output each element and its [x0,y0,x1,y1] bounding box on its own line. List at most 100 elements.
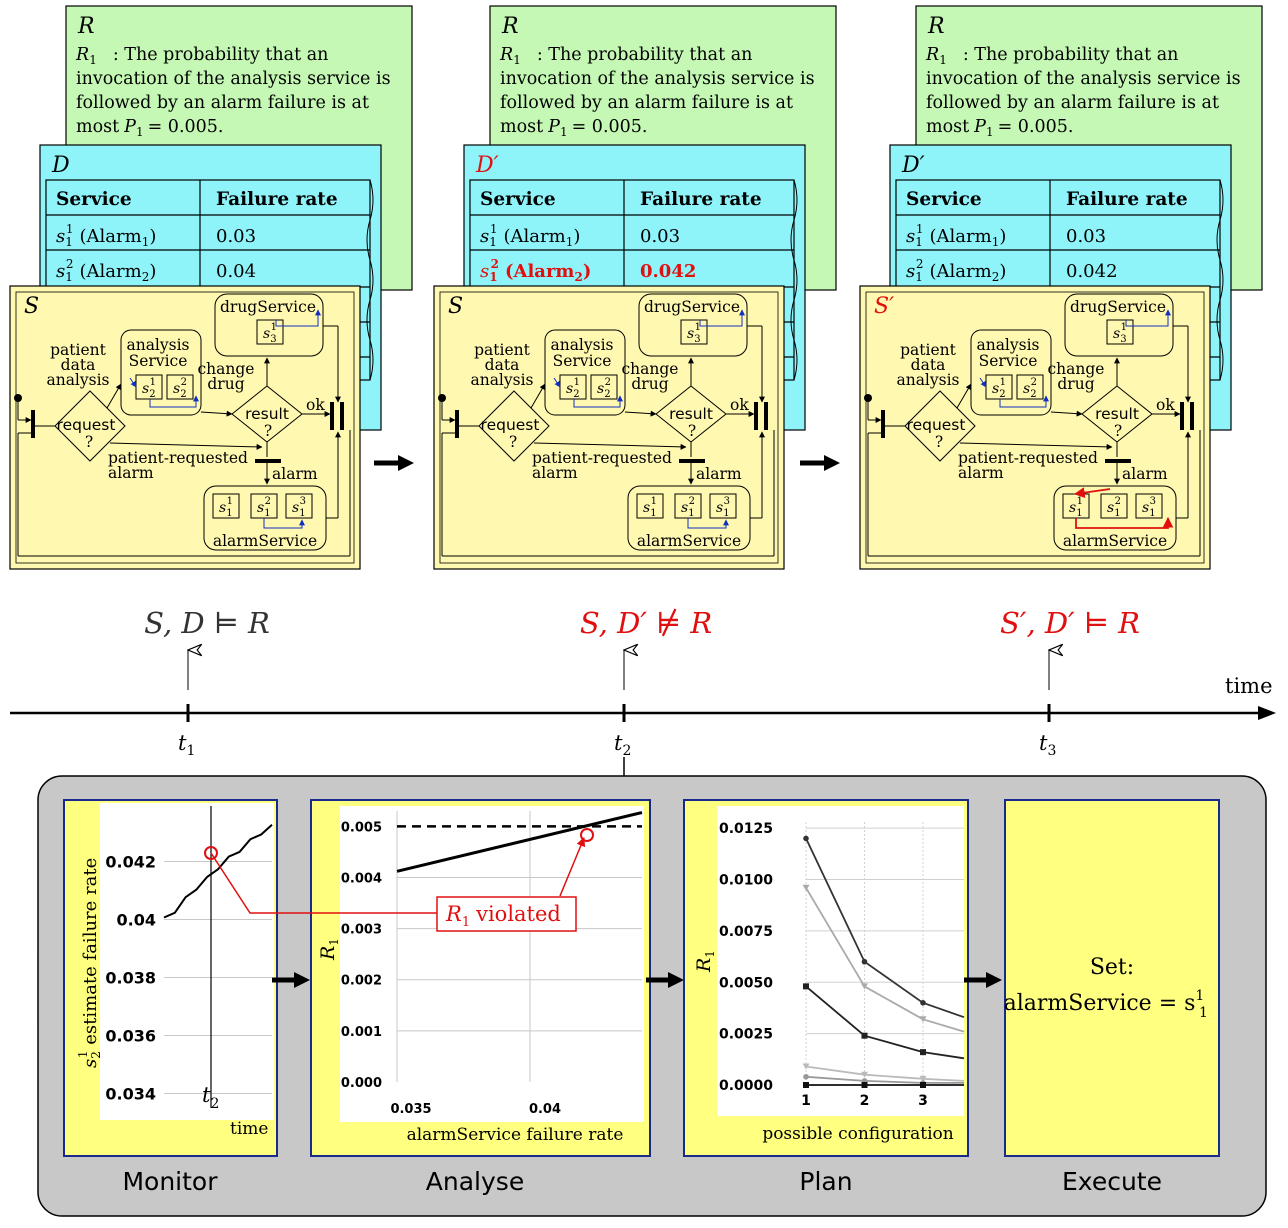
alarm-label: alarm [272,465,318,483]
analysis-s21-box: s21 [992,377,1006,400]
patient-data-label: patient [50,341,107,359]
patient-data-label: analysis [46,371,109,389]
plan-ytick: 0.0075 [719,924,773,940]
alarm-s31-box: s13 [716,496,730,519]
requirement-line-2: invocation of the analysis service is [926,69,1241,89]
drug-s31-box: s31 [1113,322,1127,345]
patient-data-label: patient [900,341,957,359]
table-header-service: Service [56,189,132,210]
change-drug-label: drug [631,375,668,393]
tick-t2: t2 [614,731,631,759]
analyse-ytick: 0.005 [341,820,382,835]
table-header-rate: Failure rate [216,189,338,210]
drug-s31-box: s31 [687,322,701,345]
plan-point [920,1000,926,1006]
plan-xtick: 3 [918,1093,928,1109]
change-drug-label: change [198,360,255,378]
change-drug-label: change [1048,360,1105,378]
execute-line2: alarmService = s1 [1004,988,1205,1016]
analysis-s22-box: s22 [1023,377,1037,400]
phase-plan: Plan [799,1167,852,1196]
analysis-s22-box: s22 [597,377,611,400]
analyse-ytick: 0.000 [341,1076,382,1091]
table-row-rate: 0.03 [640,226,680,247]
analysis-service-label: Service [129,352,188,370]
execute-sub: 1 [1199,1005,1208,1021]
judgement-3: S′, D′ ⊨ R [1000,606,1140,640]
analyse-ytick: 0.001 [341,1025,382,1040]
result-label: result [669,405,713,423]
phase-monitor: Monitor [122,1167,218,1196]
alarm-service-label: alarmService [1063,532,1167,550]
request-question: ? [509,433,517,451]
monitor-xlabel: time [230,1119,268,1139]
patient-requested-label: alarm [958,464,1004,482]
requirement-line-1: R1: The probability that an [75,45,328,67]
phase-execute: Execute [1062,1167,1162,1196]
system-title: S [24,294,39,319]
patient-requested-label: alarm [532,464,578,482]
analyse-violation-point [580,828,594,842]
plan-series-line [805,1065,965,1082]
alarm-s11-box: s11 [1069,496,1083,519]
table-header-service: Service [906,189,982,210]
tick-t3: t3 [1039,731,1056,759]
patient-requested-label: alarm [108,464,154,482]
alarm-s21-box: s12 [1107,496,1121,519]
plan-xlabel: possible configuration [762,1124,953,1144]
request-label: request [481,416,540,434]
requirement-line-1: R1: The probability that an [925,45,1178,67]
patient-data-label: patient [474,341,531,359]
plan-xtick: 2 [860,1093,870,1109]
drug-service-label: drugService [644,298,740,316]
plan-point [802,884,810,891]
analyse-ytick: 0.003 [341,923,382,938]
analysis-s21-box: s21 [566,377,580,400]
analyse-xtick: 0.035 [390,1102,431,1117]
result-question: ? [1114,422,1122,440]
analysis-service-label: Service [553,352,612,370]
plan-series-line [805,887,965,1033]
monitor-ytick: 0.036 [105,1027,156,1046]
patient-requested-label: patient-requested [108,449,248,467]
phase-analyse: Analyse [426,1167,524,1196]
ok-label: ok [1156,396,1175,414]
table-row-service: s12(Alarm2) [906,257,1006,284]
plan-point [861,983,868,990]
alarm-service-label: alarmService [637,532,741,550]
table-header-rate: Failure rate [1066,189,1188,210]
ok-label: ok [306,396,325,414]
result-question: ? [264,422,272,440]
alarm-s21-box: s12 [257,496,271,519]
monitor-ylabel: s21 estimate failure rate [76,858,103,1068]
request-question: ? [85,433,93,451]
alarm-s11-box: s11 [219,496,233,519]
requirement-line-2: invocation of the analysis service is [500,69,815,89]
plan-ytick: 0.0100 [719,873,773,889]
requirement-line-3: followed by an alarm failure is at [500,93,793,113]
drug-service-label: drugService [1070,298,1166,316]
plan-point [919,1016,927,1023]
drug-service-label: drugService [220,298,316,316]
plan-series-line [805,838,965,1019]
request-label: request [907,416,966,434]
plan-point [861,1082,868,1088]
plan-point [803,1082,809,1088]
plan-point [802,1063,810,1070]
table-row-service: s11(Alarm1) [56,222,156,249]
alarm-s31-box: s13 [292,496,306,519]
alarm-service-label: alarmService [213,532,317,550]
requirement-line-3: followed by an alarm failure is at [76,93,369,113]
change-drug-label: drug [1057,375,1094,393]
judgement-2: S, D′ ⊭ R [580,606,712,640]
monitor-series-line [163,823,273,919]
plan-ytick: 0.0000 [719,1078,773,1094]
